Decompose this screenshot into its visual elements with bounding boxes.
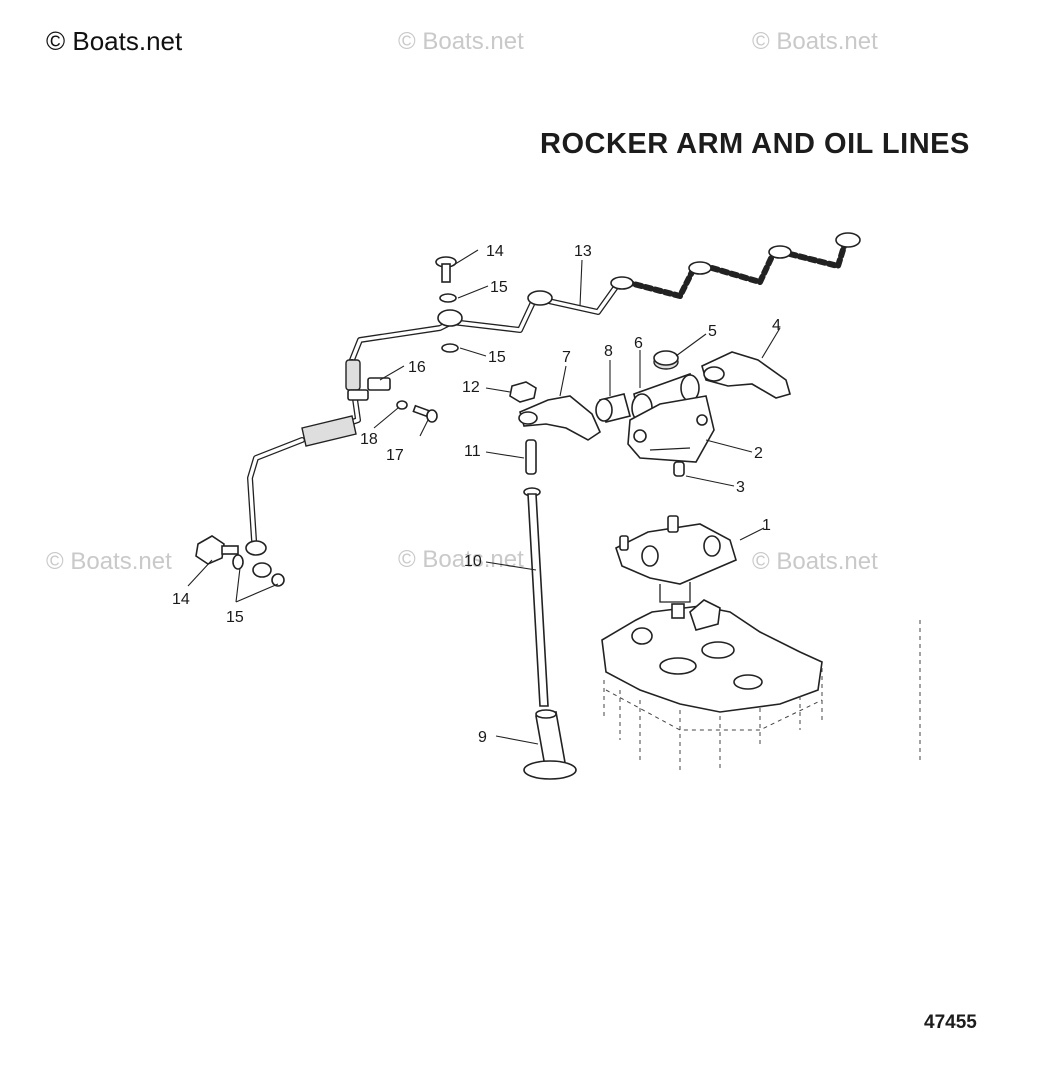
watermark: © Boats.net [752,548,878,575]
sealing-washer [232,554,244,570]
callout-15: 15 [490,279,508,296]
leader-lines [187,249,781,745]
banjo-bolt-lower [195,535,239,565]
callout-15: 15 [226,609,244,626]
oil-line-assembly [349,232,861,363]
rocker-arm-right [701,351,791,399]
clamp-screw [412,404,438,423]
rocker-arm-assembly [615,515,737,603]
banjo-bolt-top [435,256,457,283]
callout-13: 13 [574,243,592,260]
push-rod-pin [525,439,537,475]
line-clamp [367,377,391,391]
callout-10: 10 [464,553,482,570]
cylinder-head [601,599,921,770]
callout-5: 5 [708,323,717,340]
callout-8: 8 [604,343,613,360]
rocker-bushing [595,393,631,423]
callout-9: 9 [478,729,487,746]
callout-14: 14 [172,591,190,608]
valve-tappet [523,709,577,780]
watermark: © Boats.net [46,548,172,575]
callout-14: 14 [486,243,504,260]
callout-6: 6 [634,335,643,352]
rocker-arm-support [627,395,715,463]
clamp-washer [396,400,408,410]
sealing-washer [271,573,285,587]
callout-15: 15 [488,349,506,366]
watermark: © Boats.net [398,28,524,55]
callout-17: 17 [386,447,404,464]
callout-16: 16 [408,359,426,376]
callout-3: 3 [736,479,745,496]
adjusting-nut [509,381,537,403]
diagram-title: ROCKER ARM AND OIL LINES [540,128,970,160]
callout-18: 18 [360,431,378,448]
sealing-washer [441,343,459,353]
callout-1: 1 [762,517,771,534]
vertical-oil-line [245,359,369,578]
rocker-arm-left [518,395,602,441]
callout-12: 12 [462,379,480,396]
callout-2: 2 [754,445,763,462]
callout-labels: 1 2 3 4 5 6 7 8 9 10 11 12 13 14 15 15 1… [172,243,781,746]
callout-11: 11 [464,443,481,460]
callout-4: 4 [772,317,781,334]
copyright-notice: © Boats.net [46,26,183,56]
rocker-cap [653,350,679,370]
document-number: 47455 [924,1012,977,1033]
sealing-washer [439,293,457,303]
push-rod [523,487,549,707]
watermark: © Boats.net [398,546,524,573]
watermark: © Boats.net [752,28,878,55]
dowel-pin [673,461,685,477]
callout-7: 7 [562,349,571,366]
